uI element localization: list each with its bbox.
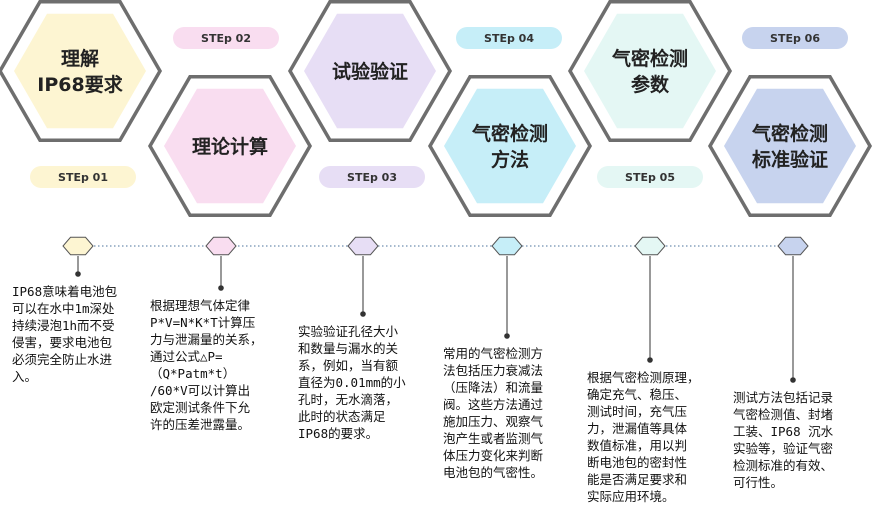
step-label-pill-6: STEp 06 [742, 27, 848, 49]
step-hexagon-2: 理论计算 [147, 74, 313, 218]
step-label-layer: STEp 01 STEp 02 STEp 03 STEp 04 STEp 05 STEp … [30, 27, 848, 188]
step-label: STEp 06 [770, 32, 820, 45]
timeline-node-hexagon [347, 236, 379, 256]
timeline-node-1 [62, 236, 94, 277]
step-title-line: 标准验证 [752, 148, 828, 171]
step-label-pill-1: STEp 01 [30, 166, 136, 188]
step-description-2: 根据理想气体定律 P*V=N*K*T计算压 力与泄漏量的关系， 通过公式△P= … [150, 298, 263, 432]
hexagon-inner-fill [584, 13, 716, 129]
step-title-line: 气密检测 [611, 47, 688, 70]
step-title-line: 理解 [61, 47, 99, 70]
connector-dot [504, 333, 510, 339]
connector-dot [75, 271, 81, 277]
timeline-node-3 [347, 236, 379, 317]
timeline-node-hexagon [62, 236, 94, 256]
timeline-layer [62, 236, 809, 383]
hexagon-inner-fill [724, 88, 856, 204]
step-label-pill-3: STEp 03 [319, 166, 425, 188]
step-label: STEp 01 [58, 171, 108, 184]
timeline-node-hexagon [205, 236, 237, 256]
hexagon-inner-fill [444, 88, 576, 204]
step-label-pill-4: STEp 04 [456, 27, 562, 49]
step-label: STEp 05 [625, 171, 675, 184]
step-label: STEp 03 [347, 171, 397, 184]
pill-background [319, 166, 425, 188]
hexagon-inner-fill [164, 88, 296, 204]
step-description-5: 根据气密检测原理， 确定充气、稳压、 测试时间，充气压 力，泄漏值等具体 数值标… [587, 370, 700, 504]
step-label: STEp 02 [201, 32, 251, 45]
timeline-node-hexagon [491, 236, 523, 256]
step-description-1: IP68意味着电池包 可以在水中1m深处 持续浸泡1h而不受 侵害，要求电池包 … [12, 284, 118, 384]
timeline-node-5 [634, 236, 666, 363]
step-label: STEp 04 [484, 32, 534, 45]
timeline-node-hexagon [634, 236, 666, 256]
step-title-line: 试验验证 [332, 60, 408, 83]
step-description-3: 实验验证孔径大小 和数量与漏水的关 系，例如，当有额 直径为0.01mm的小 孔… [298, 324, 406, 441]
step-title-line: 气密检测 [471, 122, 548, 145]
step-label-pill-2: STEp 02 [173, 27, 279, 49]
hexagon-inner-fill [304, 13, 436, 129]
pill-background [742, 27, 848, 49]
pill-background [597, 166, 703, 188]
timeline-node-4 [491, 236, 523, 339]
timeline-node-hexagon [777, 236, 809, 256]
pill-background [173, 27, 279, 49]
connector-dot [218, 285, 224, 291]
pill-background [456, 27, 562, 49]
connector-dot [790, 377, 796, 383]
connector-dot [647, 357, 653, 363]
step-description-6: 测试方法包括记录 气密检测值、封堵 工装、IP68 沉水 实验等，验证气密 检测… [733, 390, 834, 490]
timeline-node-6 [777, 236, 809, 383]
step-title-line: 参数 [631, 73, 670, 96]
step-title-line: 理论计算 [192, 135, 268, 158]
step-title-line: IP68要求 [37, 73, 123, 96]
hexagon-inner-fill [14, 13, 146, 129]
step-title-line: 气密检测 [751, 122, 828, 145]
timeline-node-2 [205, 236, 237, 291]
step-label-pill-5: STEp 05 [597, 166, 703, 188]
pill-background [30, 166, 136, 188]
connector-dot [360, 311, 366, 317]
step-title-line: 方法 [491, 148, 529, 171]
step-description-4: 常用的气密检测方 法包括压力衰减法 （压降法）和流量 阀。这些方法通过 施加压力… [443, 346, 544, 480]
step-hexagon-3: 试验验证 [287, 0, 453, 143]
step-hexagon-1: 理解 IP68要求 [0, 0, 163, 143]
